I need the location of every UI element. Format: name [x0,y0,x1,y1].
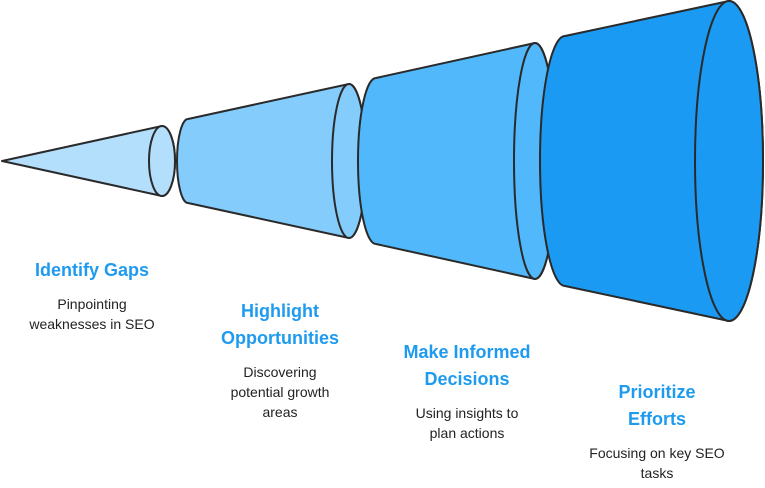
stage-description: Pinpointing weaknesses in SEO [29,296,155,332]
stage-title: Prioritize Efforts [618,382,696,429]
stage-highlight-opportunities: Highlight Opportunities Discovering pote… [210,298,350,422]
funnel-segment-end [694,0,764,322]
stage-make-informed-decisions: Make Informed Decisions Using insights t… [392,339,542,443]
stage-title: Make Informed Decisions [403,342,531,389]
stage-title: Identify Gaps [34,260,150,280]
stage-title: Highlight Opportunities [221,301,339,348]
funnel-segment-end [148,125,176,197]
stage-identify-gaps: Identify Gaps Pinpointing weaknesses in … [7,257,177,334]
stage-prioritize-efforts: Prioritize Efforts Focusing on key SEO t… [577,379,737,483]
stage-description: Using insights to plan actions [415,405,519,441]
stage-description: Discovering potential growth areas [230,364,330,420]
stage-description: Focusing on key SEO tasks [589,445,725,481]
